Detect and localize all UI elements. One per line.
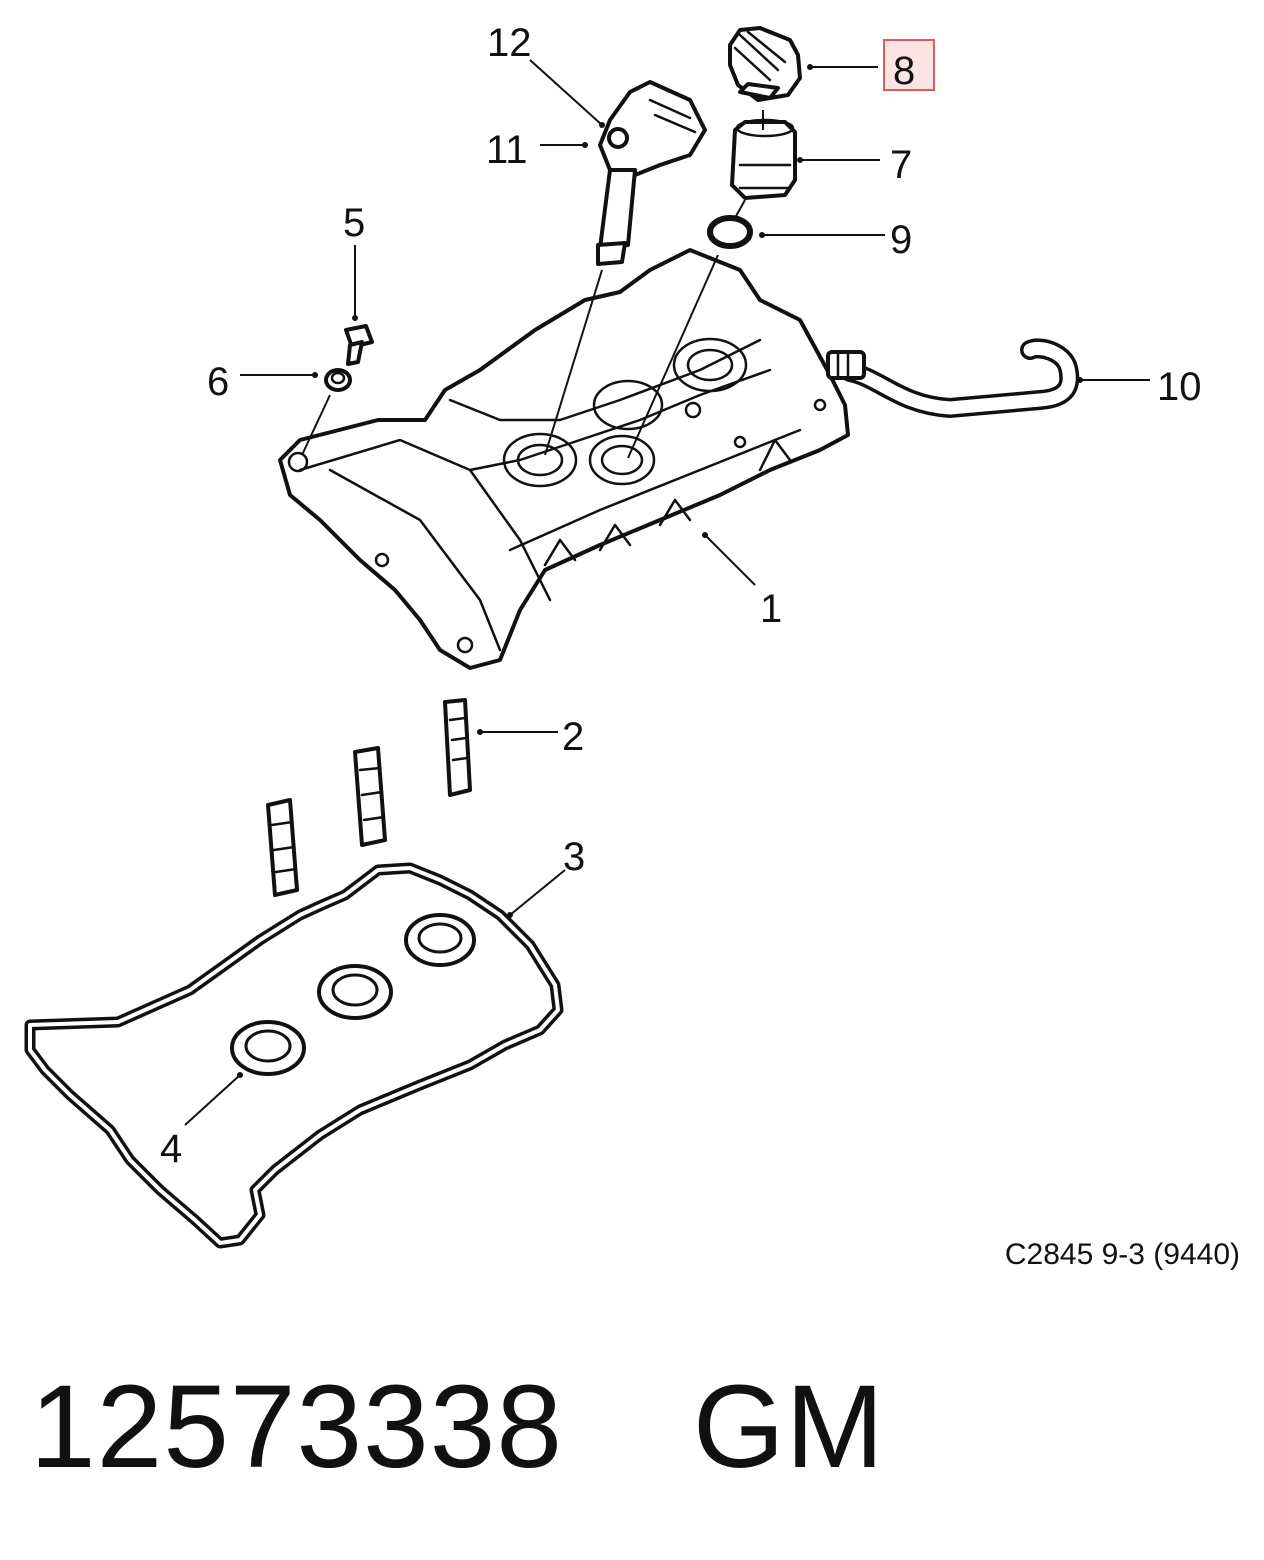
callout-1-label: 1	[760, 587, 782, 631]
brand-name: GM	[692, 1361, 885, 1493]
grommet-part	[324, 368, 352, 392]
callout-5-label: 5	[343, 201, 365, 245]
callout-9-label: 9	[890, 218, 912, 262]
gasket-strip-part	[266, 698, 472, 897]
sensor-part	[596, 80, 707, 266]
filler-neck-part	[730, 118, 797, 200]
callout-labels: 1 2 3 4 5 6 7 8 9 10 11 12	[160, 21, 1202, 1171]
callout-3-label: 3	[563, 835, 585, 879]
exploded-parts-diagram: 1 2 3 4 5 6 7 8 9 10 11 12	[24, 21, 1202, 1249]
callout-4-label: 4	[160, 1127, 182, 1171]
drawing-reference-code: C2845 9-3 (9440)	[1004, 1238, 1240, 1271]
bolt-part	[344, 324, 374, 366]
tube-seal-rings-part	[230, 913, 476, 1076]
valve-cover-part	[278, 248, 850, 670]
callout-8-label: 8	[893, 49, 915, 93]
callout-11-label: 11	[486, 128, 528, 172]
part-footer: 12573338 GM	[30, 1368, 885, 1486]
o-ring-part	[707, 215, 753, 249]
part-number: 12573338	[30, 1361, 564, 1493]
oil-filler-cap-part	[728, 26, 802, 102]
cover-gasket-part	[24, 862, 564, 1249]
callout-10-label: 10	[1157, 365, 1202, 409]
callout-8-highlight-box	[883, 39, 935, 91]
breather-hose-part	[826, 338, 1080, 419]
callout-2-label: 2	[562, 715, 584, 759]
leader-lines	[184, 59, 1150, 1126]
callout-7-label: 7	[890, 143, 912, 187]
callout-12-label: 12	[487, 21, 532, 65]
callout-6-label: 6	[207, 360, 229, 404]
